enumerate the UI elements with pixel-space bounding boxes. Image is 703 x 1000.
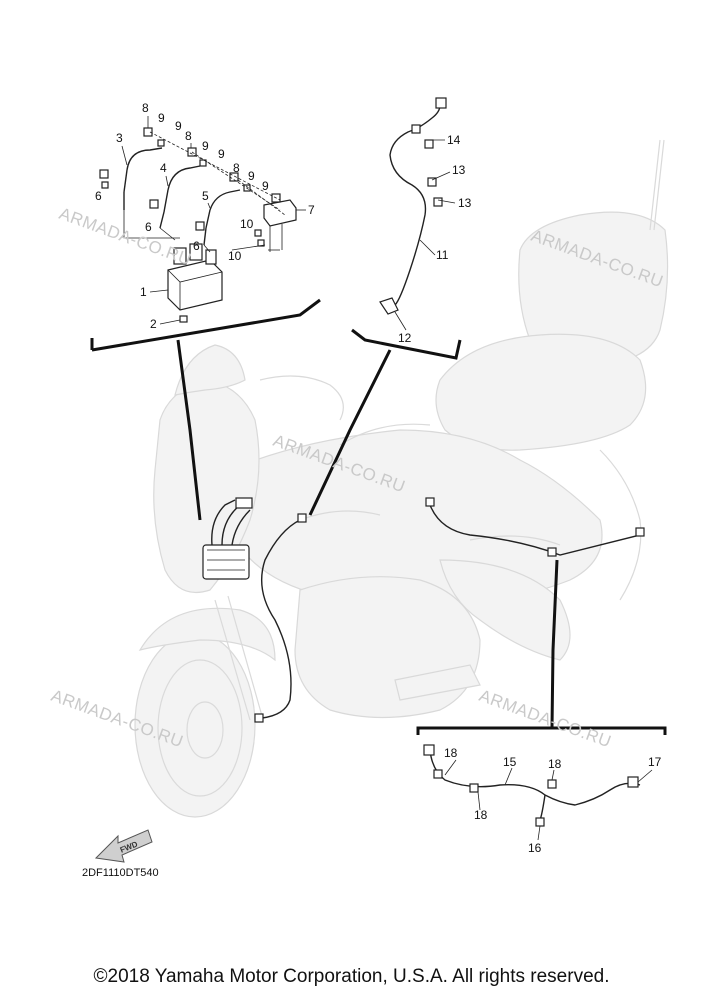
copyright-notice: ©2018 Yamaha Motor Corporation, U.S.A. A… [93,966,610,987]
callout-14: 14 [447,133,461,147]
callout-9e: 9 [248,169,255,183]
callout-6b: 6 [145,220,152,234]
callout-10b: 10 [228,249,242,263]
callout-3: 3 [116,131,123,145]
callout-5: 5 [202,189,209,203]
callout-11: 11 [436,248,449,262]
callout-18c: 18 [474,808,488,822]
callout-9f: 9 [262,179,269,193]
callout-17: 17 [648,755,662,769]
callout-9a: 9 [158,111,165,125]
diagram-code: 2DF1110DT540 [82,867,159,879]
group-brackets [90,298,667,735]
callout-2: 2 [150,317,157,331]
callout-9b: 9 [175,119,182,133]
callout-13a: 13 [452,163,466,177]
front-wheel-sensor-group [379,97,456,331]
callout-10a: 10 [240,217,254,231]
motorcycle-silhouette [134,139,669,818]
callout-7: 7 [308,203,315,217]
rear-sensor-lead-installed [425,497,645,557]
front-sensor-lead-installed [254,513,307,723]
abs-unit-installed [202,497,253,580]
callout-4: 4 [160,161,167,175]
callout-6c: 6 [193,239,200,253]
callout-numbers: 1 2 3 4 5 6 6 6 7 8 8 8 9 9 9 9 9 9 10 1… [95,101,662,855]
callout-18a: 18 [444,746,458,760]
callout-16: 16 [528,841,542,855]
callout-8c: 8 [233,161,240,175]
callout-6a: 6 [95,189,102,203]
rear-wheel-sensor-group [423,744,653,841]
callout-8a: 8 [142,101,149,115]
callout-8b: 8 [185,129,192,143]
watermark-5: ARMADA-CO.RU [477,686,614,751]
callout-13b: 13 [458,196,472,210]
callout-9d: 9 [218,147,225,161]
callout-1: 1 [140,285,147,299]
callout-9c: 9 [202,139,209,153]
callout-15: 15 [503,755,517,769]
callout-18b: 18 [548,757,562,771]
hydraulic-unit-group [99,127,297,323]
callout-12: 12 [398,331,412,345]
pointer-lines [176,339,559,729]
watermark-1: ARMADA-CO.RU [57,204,194,269]
fwd-arrow-icon: FWD [94,829,153,863]
